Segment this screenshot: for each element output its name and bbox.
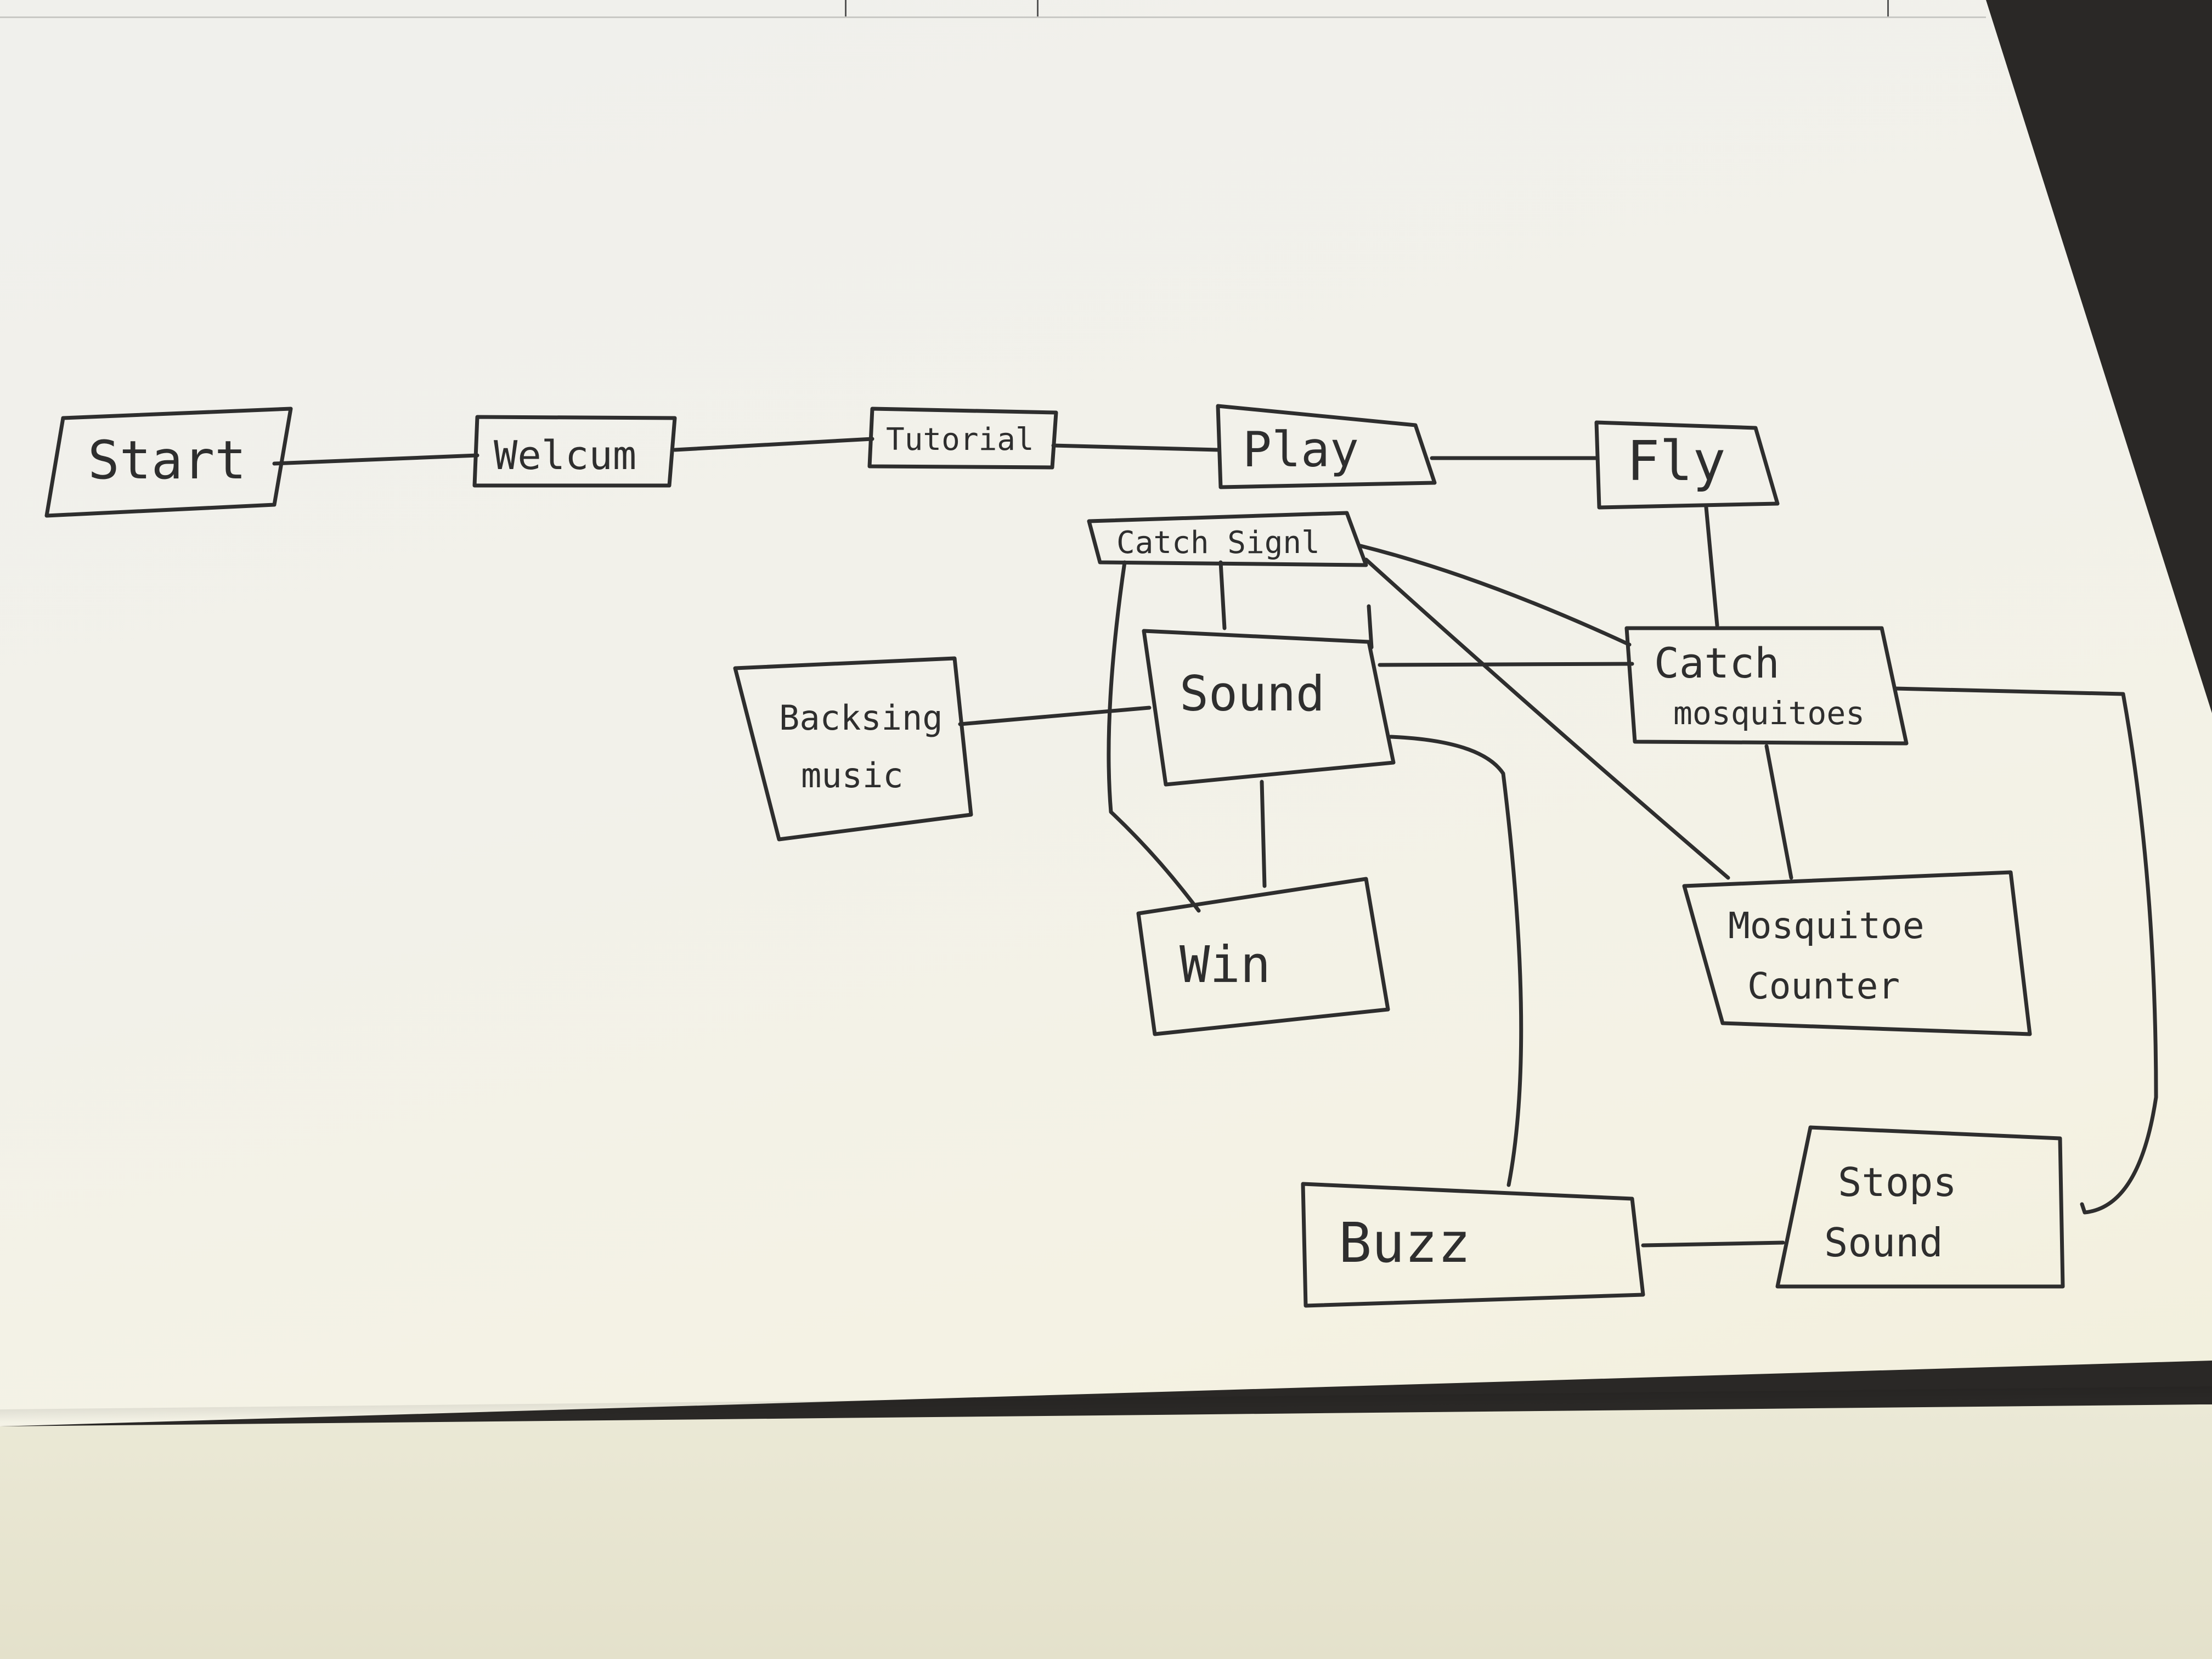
- node-play-box: [1216, 404, 1437, 489]
- top-tick: [1037, 0, 1039, 16]
- edge-sound-catch-mosquitoes: [1378, 662, 1634, 667]
- edge-catch-signal-sound-right: [1367, 604, 1374, 650]
- node-buzz-label: Buzz: [1339, 1211, 1471, 1275]
- node-fly-box: [1594, 420, 1780, 510]
- node-counter-label-2: Counter: [1747, 965, 1900, 1007]
- edge-welcome-tutorial: [673, 437, 874, 452]
- edge-catch-signal-win: [1107, 560, 1201, 913]
- node-catch-signal-box: [1087, 511, 1368, 567]
- edge-fly-catch-mosquitoes: [1704, 505, 1719, 628]
- node-welcome-label: Welcum: [494, 432, 636, 478]
- notebook-page-below: [0, 1404, 2212, 1659]
- node-catch-mosquitoes-label-1: Catch: [1654, 639, 1780, 687]
- top-tick: [845, 0, 847, 16]
- node-stops-sound-box: [1775, 1125, 2065, 1289]
- node-win-box: [1136, 877, 1390, 1036]
- node-counter-label-1: Mosquitoe: [1728, 905, 1925, 947]
- edge-start-welcome: [272, 453, 479, 466]
- top-tick: [1887, 0, 1889, 16]
- node-play-label: Play: [1243, 421, 1359, 478]
- node-start-label: Start: [88, 430, 246, 491]
- node-welcome-box: [472, 415, 677, 488]
- edge-music-sound: [958, 706, 1152, 726]
- edge-catch-signal-counter: [1364, 557, 1730, 880]
- edge-tutorial-play: [1051, 443, 1220, 452]
- edge-catch-mosquitoes-counter: [1764, 744, 1793, 880]
- node-music-label-1: Backsing: [779, 698, 943, 738]
- node-counter-box: [1682, 870, 2032, 1036]
- node-tutorial-box: [867, 407, 1058, 470]
- edge-catch-mosquitoes-stops: [1893, 686, 2158, 1215]
- node-catch-signal-label: Catch Signl: [1116, 525, 1320, 561]
- node-fly-label: Fly: [1627, 429, 1726, 493]
- node-buzz-box: [1301, 1182, 1645, 1308]
- node-sound-label: Sound: [1180, 665, 1325, 722]
- node-start-box: [44, 407, 293, 518]
- node-music-box: [733, 656, 973, 842]
- node-sound-box: [1142, 629, 1396, 787]
- edge-catch-signal-sound: [1218, 560, 1227, 630]
- node-stops-sound-label-1: Stops: [1838, 1159, 1957, 1205]
- edge-buzz-stops: [1641, 1240, 1785, 1248]
- node-win-label: Win: [1180, 935, 1271, 994]
- node-stops-sound-label-2: Sound: [1824, 1220, 1943, 1266]
- top-page-strip: [0, 0, 1986, 18]
- edge-catch-signal-catch-mosquitoes: [1358, 544, 1632, 647]
- node-catch-mosquitoes-box: [1624, 626, 1909, 746]
- edge-sound-buzz: [1389, 735, 1523, 1187]
- edge-sound-win: [1260, 780, 1267, 888]
- node-tutorial-label: Tutorial: [886, 422, 1034, 458]
- node-catch-mosquitoes-label-2: mosquitoes: [1673, 695, 1865, 732]
- node-music-label-2: music: [801, 755, 904, 795]
